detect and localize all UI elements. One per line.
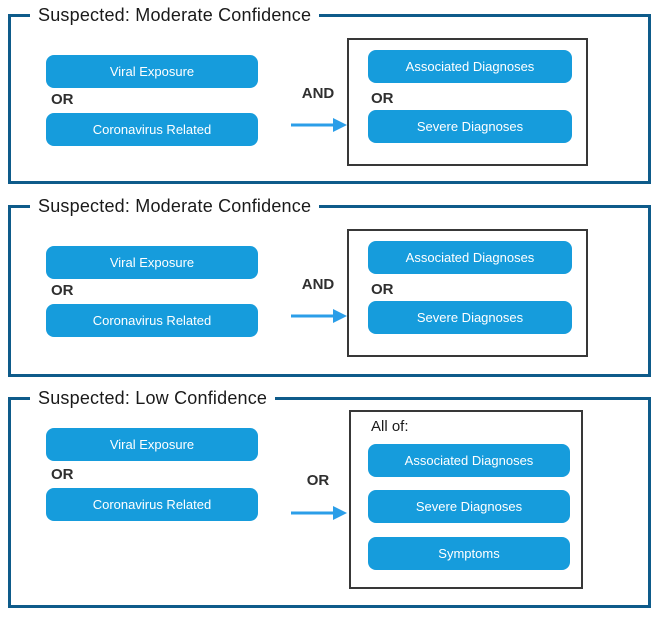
associated-diagnoses-box: Associated Diagnoses bbox=[368, 444, 570, 477]
panel-suspected-moderate-1: Suspected: Moderate Confidence Viral Exp… bbox=[8, 3, 651, 184]
coronavirus-related-box: Coronavirus Related bbox=[46, 488, 258, 521]
diagnoses-group-box: Associated Diagnoses OR Severe Diagnoses bbox=[347, 229, 588, 357]
diagnoses-group-box: Associated Diagnoses OR Severe Diagnoses bbox=[347, 38, 588, 166]
or-operator-group: OR bbox=[371, 90, 394, 107]
arrow-right-icon bbox=[291, 118, 347, 132]
or-operator-left: OR bbox=[51, 91, 74, 108]
viral-exposure-box: Viral Exposure bbox=[46, 55, 258, 88]
panel-title: Suspected: Moderate Confidence bbox=[30, 3, 320, 28]
arrow-right-icon bbox=[291, 309, 347, 323]
severe-diagnoses-box: Severe Diagnoses bbox=[368, 490, 570, 523]
coronavirus-related-box: Coronavirus Related bbox=[46, 304, 258, 337]
all-of-group-box: All of: Associated Diagnoses Severe Diag… bbox=[349, 410, 583, 589]
panel-suspected-moderate-2: Suspected: Moderate Confidence Viral Exp… bbox=[8, 194, 651, 377]
viral-exposure-box: Viral Exposure bbox=[46, 428, 258, 461]
symptoms-box: Symptoms bbox=[368, 537, 570, 570]
or-operator-group: OR bbox=[371, 281, 394, 298]
panel-title: Suspected: Low Confidence bbox=[30, 386, 276, 411]
or-operator-left: OR bbox=[51, 466, 74, 483]
panel-suspected-low: Suspected: Low Confidence Viral Exposure… bbox=[8, 386, 651, 608]
associated-diagnoses-box: Associated Diagnoses bbox=[368, 50, 572, 83]
severe-diagnoses-box: Severe Diagnoses bbox=[368, 110, 572, 143]
viral-exposure-box: Viral Exposure bbox=[46, 246, 258, 279]
all-of-label: All of: bbox=[371, 418, 409, 435]
panel-title: Suspected: Moderate Confidence bbox=[30, 194, 320, 219]
arrow-right-icon bbox=[291, 506, 347, 520]
or-operator-left: OR bbox=[51, 282, 74, 299]
or-operator-connector: OR bbox=[306, 472, 330, 489]
associated-diagnoses-box: Associated Diagnoses bbox=[368, 241, 572, 274]
and-operator: AND bbox=[301, 85, 335, 102]
severe-diagnoses-box: Severe Diagnoses bbox=[368, 301, 572, 334]
coronavirus-related-box: Coronavirus Related bbox=[46, 113, 258, 146]
and-operator: AND bbox=[301, 276, 335, 293]
